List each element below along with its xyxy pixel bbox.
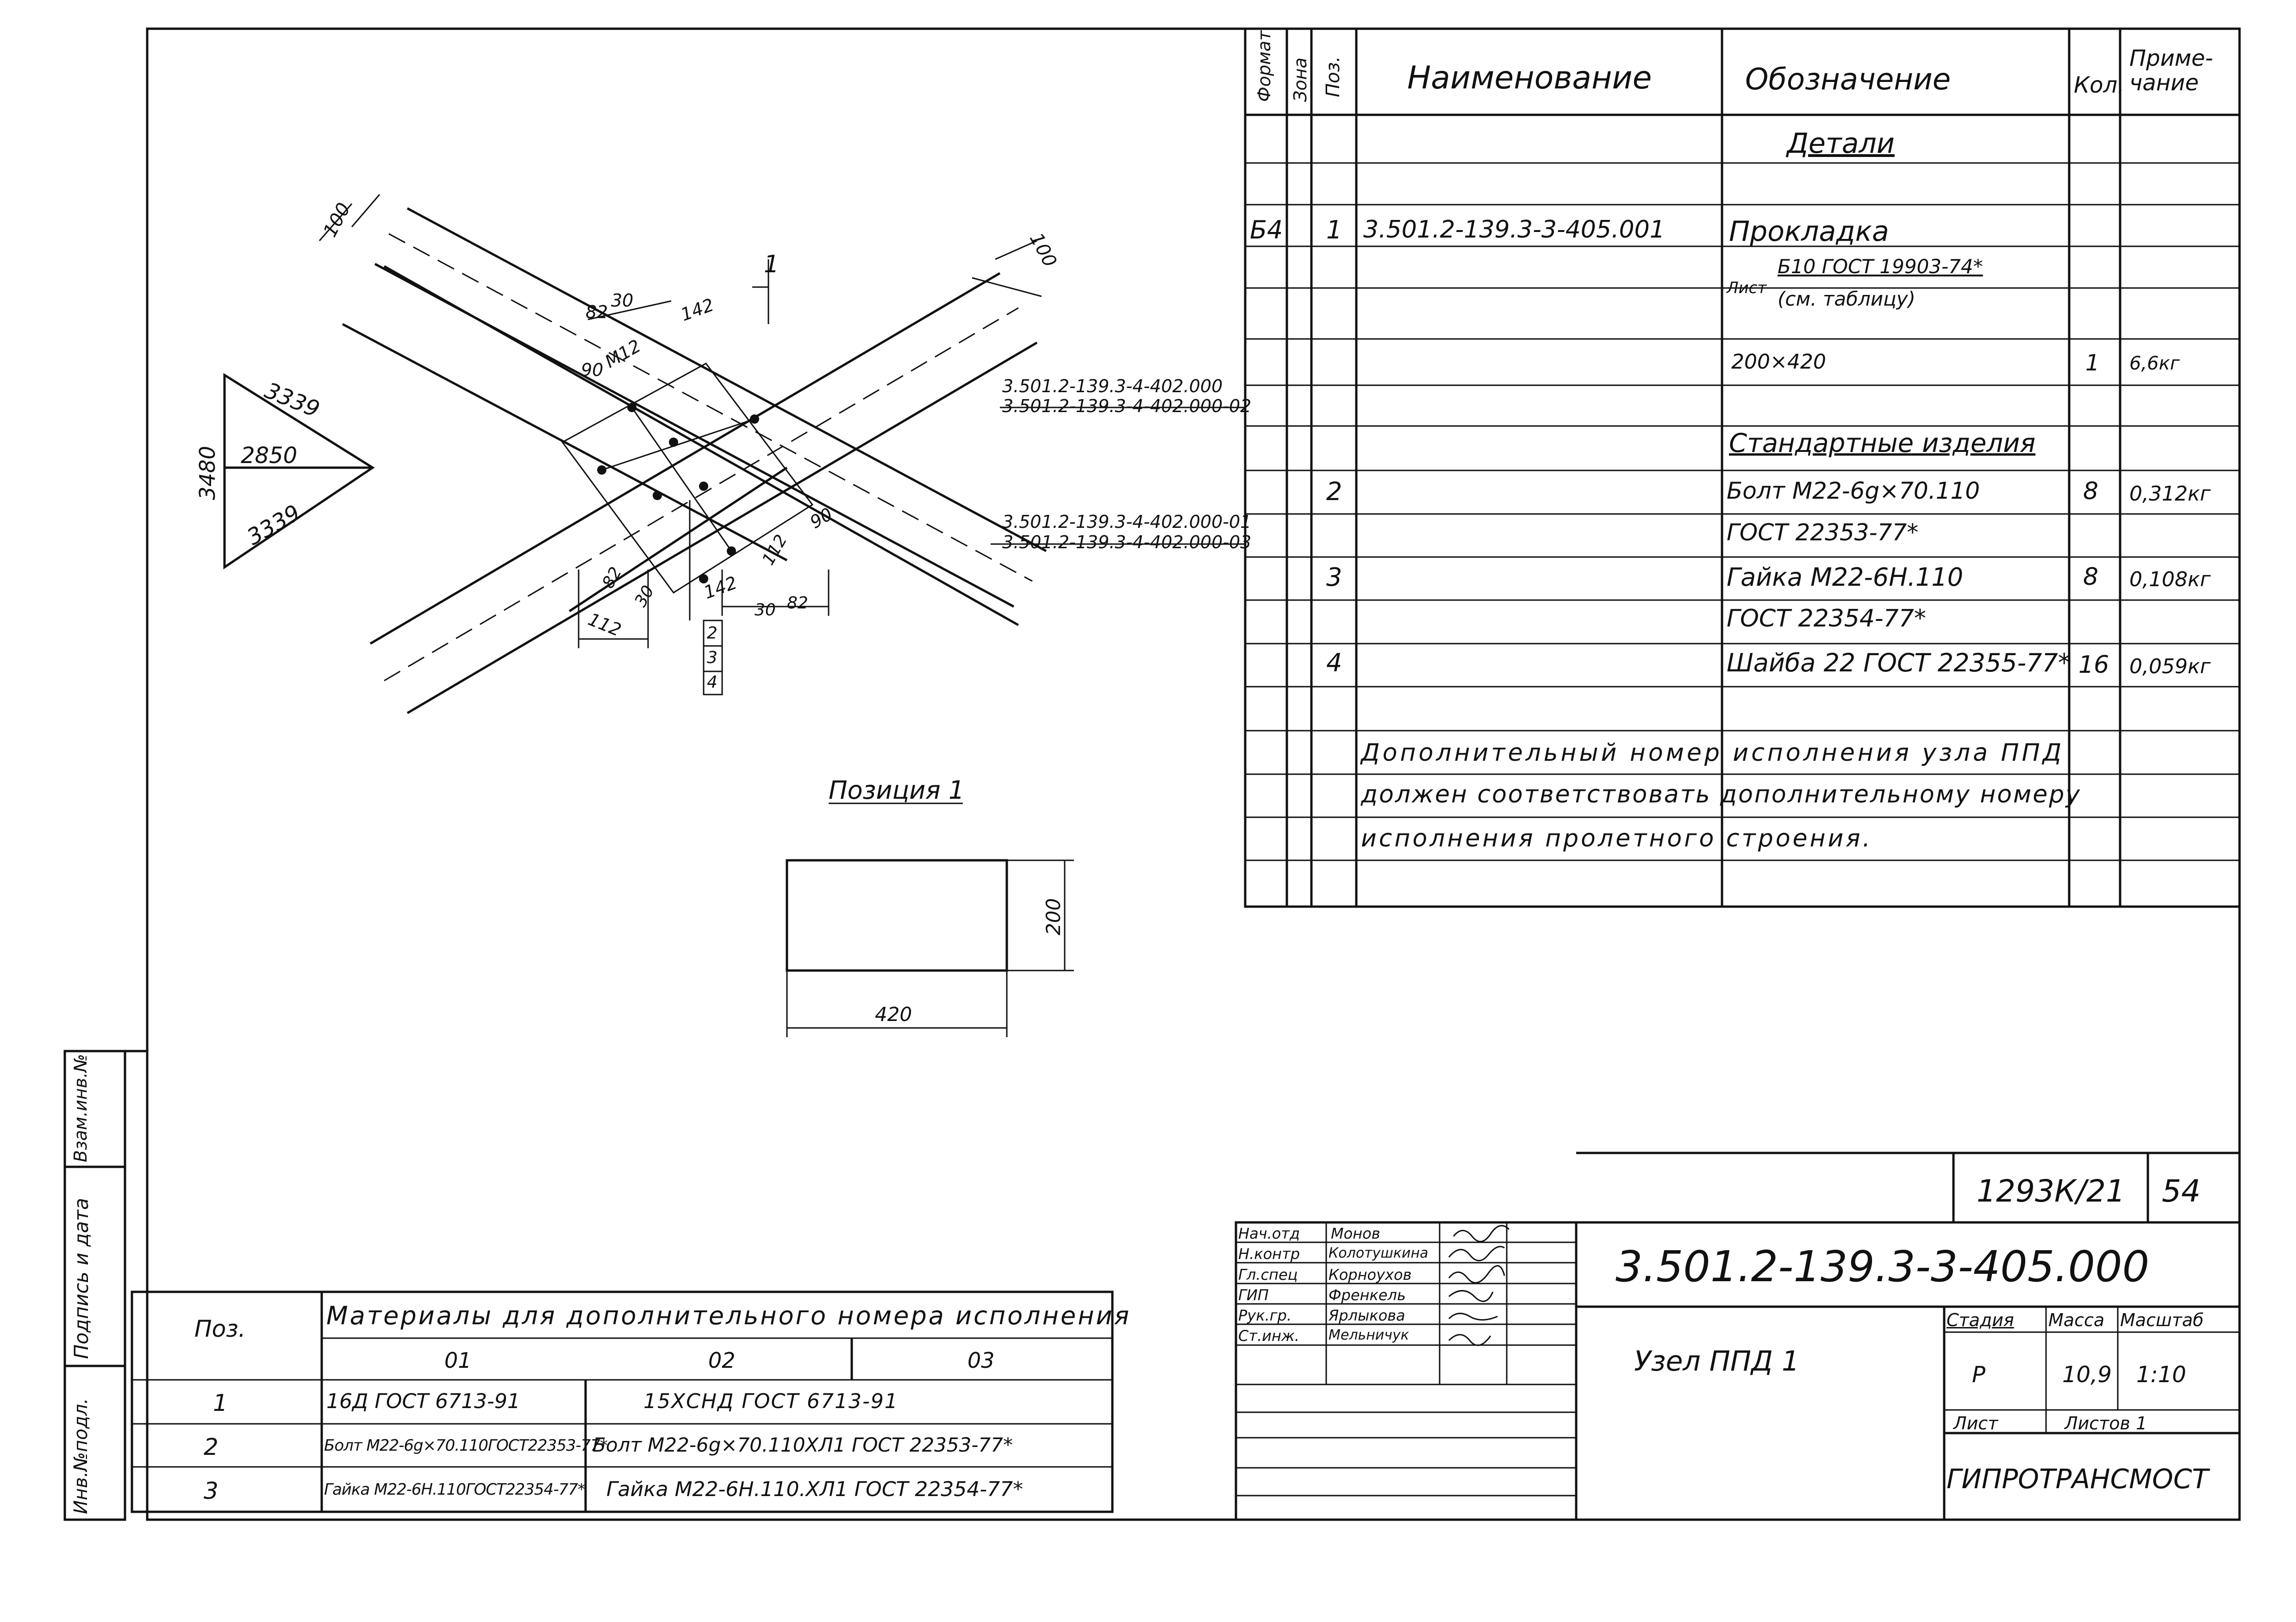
row1-note: 6,6кг <box>2129 353 2180 374</box>
row4-line1: Шайба 22 ГОСТ 22355-77* <box>1727 648 2071 677</box>
materials-row2-c01: Болт М22-6g×70.110ГОСТ22353-77* <box>324 1436 608 1455</box>
stamp-sheet-no: 54 <box>2162 1173 2201 1209</box>
role-4-name: Френкель <box>1329 1286 1406 1304</box>
header-note: Приме-чание <box>2129 45 2213 96</box>
row1-sheet-top: Б10 ГОСТ 19903-74* <box>1778 255 1983 278</box>
callout-2: 2 <box>707 624 718 643</box>
row1-sheet-bottom: (см. таблицу) <box>1778 288 1915 310</box>
side-vzam-label: Взам.инв.№ <box>70 1054 91 1162</box>
row4-note: 0,059кг <box>2129 655 2211 678</box>
organization: ГИПРОТРАНСМОСТ <box>1947 1463 2209 1495</box>
row3-qty: 8 <box>2083 563 2099 591</box>
scale-header: Масштаб <box>2120 1310 2204 1330</box>
mass-value: 10,9 <box>2062 1362 2112 1388</box>
header-designation: Обозначение <box>1745 63 1951 97</box>
role-2-name: Колотушкина <box>1329 1245 1429 1261</box>
dim-30-right: 30 <box>755 601 776 620</box>
ref-1: 3.501.2-139.3-4-402.000 <box>1002 376 1223 396</box>
materials-row1-c02: 15ХСНД ГОСТ 6713-91 <box>643 1390 898 1413</box>
materials-row3-c01: Гайка М22-6Н.110ГОСТ22354-77* <box>324 1480 586 1499</box>
header-pos: Поз. <box>1323 56 1344 97</box>
materials-col-02: 02 <box>708 1348 736 1373</box>
header-format: Формат <box>1254 30 1274 102</box>
row1-size: 200×420 <box>1731 350 1826 374</box>
materials-row3-pos: 3 <box>204 1478 218 1504</box>
row4-pos: 4 <box>1326 648 1342 677</box>
stage-value: Р <box>1972 1362 1985 1388</box>
materials-row2-c02: Болт М22-6g×70.110ХЛ1 ГОСТ 22353-77* <box>593 1434 1013 1456</box>
callout-3: 3 <box>707 648 718 667</box>
header-qty: Кол. <box>2074 72 2125 98</box>
sheets-label: Листов 1 <box>2065 1413 2147 1434</box>
note-line-2: должен соответствовать дополнительному н… <box>1361 781 2082 808</box>
note-line-3: исполнения пролетного строения. <box>1361 825 1873 852</box>
materials-title: Материалы для дополнительного номера исп… <box>326 1301 1131 1330</box>
stamp-album: 1293К/21 <box>1977 1173 2126 1209</box>
header-zone: Зона <box>1290 57 1310 102</box>
section-mark: 1 <box>764 251 780 278</box>
triangle-label-b: 2850 <box>241 443 298 469</box>
row2-pos: 2 <box>1326 477 1342 506</box>
row2-line2: ГОСТ 22353-77* <box>1727 519 1919 546</box>
scale-value: 1:10 <box>2136 1362 2186 1388</box>
materials-row1-c01: 16Д ГОСТ 6713-91 <box>326 1390 520 1413</box>
row1-name: 3.501.2-139.3-3-405.001 <box>1363 216 1665 244</box>
row3-pos: 3 <box>1326 563 1342 592</box>
stamp-code: 3.501.2-139.3-3-405.000 <box>1616 1242 2150 1291</box>
section-standard: Стандартные изделия <box>1729 428 2036 458</box>
row4-qty: 16 <box>2078 651 2109 679</box>
materials-col-03: 03 <box>967 1348 995 1373</box>
role-2: Н.контр <box>1238 1245 1300 1263</box>
side-inv-label: Инв.№подл. <box>70 1398 92 1514</box>
plate-width: 420 <box>875 1003 912 1026</box>
role-1: Нач.отд <box>1238 1225 1300 1242</box>
mass-header: Масса <box>2048 1310 2105 1330</box>
dim-82-right: 82 <box>787 594 808 613</box>
materials-pos-header: Поз. <box>194 1315 246 1342</box>
ref-4: 3.501.2-139.3-4-402.000-03 <box>1002 532 1252 552</box>
role-6-name: Мельничук <box>1329 1327 1409 1343</box>
materials-row2-pos: 2 <box>204 1434 218 1460</box>
row1-format: Б4 <box>1250 215 1283 244</box>
plate-height: 200 <box>1042 898 1065 935</box>
stamp-title: Узел ППД 1 <box>1634 1345 1800 1378</box>
role-3-name: Корноухов <box>1329 1266 1412 1284</box>
section-parts: Детали <box>1787 127 1895 160</box>
row3-line1: Гайка М22-6Н.110 <box>1727 563 1964 592</box>
role-6: Ст.инж. <box>1238 1327 1299 1345</box>
position-title: Позиция 1 <box>829 776 965 805</box>
row1-designation: Прокладка <box>1729 215 1889 248</box>
row1-pos: 1 <box>1326 215 1342 244</box>
role-5: Рук.гр. <box>1238 1307 1292 1324</box>
row3-note: 0,108кг <box>2129 568 2211 591</box>
ref-3: 3.501.2-139.3-4-402.000-01 <box>1002 512 1252 532</box>
dim-90-top: 90 <box>581 360 604 380</box>
role-5-name: Ярлыкова <box>1329 1307 1405 1324</box>
dim-82: 82 <box>586 302 608 322</box>
role-1-name: Монов <box>1331 1225 1380 1242</box>
role-4: ГИП <box>1238 1286 1269 1304</box>
stage-header: Стадия <box>1947 1310 2014 1330</box>
triangle-label-c: 3480 <box>195 445 220 500</box>
row2-note: 0,312кг <box>2129 482 2211 506</box>
ref-2: 3.501.2-139.3-4-402.000-02 <box>1002 396 1252 416</box>
materials-col-01: 01 <box>444 1348 472 1373</box>
side-sign-label: Подпись и дата <box>70 1198 93 1359</box>
row1-qty: 1 <box>2085 350 2100 376</box>
callout-4: 4 <box>707 673 718 692</box>
sheet-label: Лист <box>1953 1413 1998 1434</box>
role-3: Гл.спец <box>1238 1266 1298 1284</box>
materials-row3-c02: Гайка М22-6Н.110.ХЛ1 ГОСТ 22354-77* <box>606 1478 1023 1501</box>
row2-qty: 8 <box>2083 477 2099 505</box>
dim-30-top: 30 <box>611 290 634 311</box>
header-name: Наименование <box>1407 60 1652 96</box>
note-line-1: Дополнительный номер исполнения узла ППД <box>1361 739 2065 767</box>
row2-line1: Болт М22-6g×70.110 <box>1727 477 1980 504</box>
row1-sheet-prefix: Лист <box>1727 279 1767 297</box>
materials-row1-pos: 1 <box>213 1390 228 1416</box>
row3-line2: ГОСТ 22354-77* <box>1727 605 1926 633</box>
